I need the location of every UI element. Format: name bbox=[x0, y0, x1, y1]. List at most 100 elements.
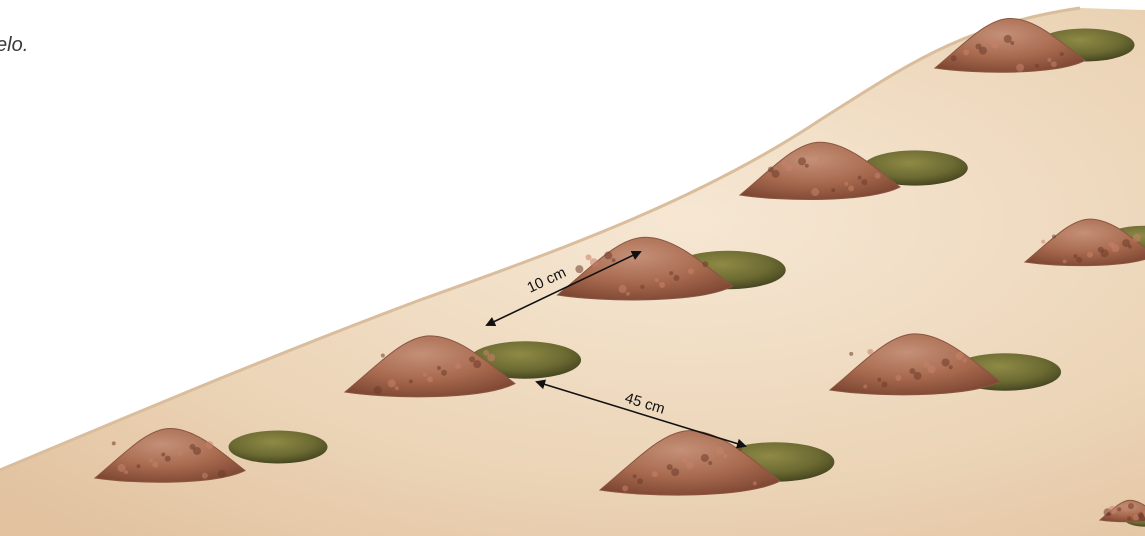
soil-speckle bbox=[716, 447, 724, 455]
soil-speckle bbox=[218, 470, 226, 478]
soil-speckle bbox=[655, 278, 659, 282]
soil-speckle bbox=[640, 285, 644, 289]
soil-speckle bbox=[723, 454, 727, 458]
soil-speckle bbox=[409, 379, 413, 383]
soil-speckle bbox=[671, 468, 679, 476]
soil-speckle bbox=[875, 173, 881, 179]
soil-speckle bbox=[437, 366, 441, 370]
soil-speckle bbox=[818, 158, 822, 162]
soil-speckle bbox=[586, 254, 592, 260]
soil-speckle bbox=[612, 258, 616, 262]
soil-speckle bbox=[575, 265, 583, 273]
soil-speckle bbox=[1127, 516, 1131, 520]
soil-speckle bbox=[118, 464, 126, 472]
soil-speckle bbox=[124, 470, 128, 474]
soil-speckle bbox=[1117, 507, 1121, 511]
soil-speckle bbox=[686, 461, 694, 469]
soil-speckle bbox=[861, 179, 867, 185]
soil-speckle bbox=[811, 188, 819, 196]
soil-speckle bbox=[469, 356, 475, 362]
soil-speckle bbox=[652, 471, 658, 477]
soil-speckle bbox=[1076, 257, 1082, 263]
soil-speckle bbox=[1098, 247, 1104, 253]
soil-speckle bbox=[1133, 234, 1141, 242]
soil-speckle bbox=[112, 441, 116, 445]
soil-speckle bbox=[1128, 503, 1134, 509]
soil-speckle bbox=[1073, 254, 1077, 258]
soil-speckle bbox=[909, 368, 915, 374]
soil-speckle bbox=[988, 38, 994, 44]
soil-speckle bbox=[867, 349, 873, 355]
soil-speckle bbox=[1047, 58, 1051, 62]
soil-speckle bbox=[1066, 232, 1072, 238]
soil-speckle bbox=[976, 44, 982, 50]
soil-speckle bbox=[949, 365, 953, 369]
soil-speckle bbox=[881, 382, 887, 388]
soil-speckle bbox=[1087, 252, 1093, 258]
soil-speckle bbox=[858, 176, 862, 180]
soil-speckle bbox=[831, 188, 835, 192]
soil-speckle bbox=[877, 378, 881, 382]
soil-speckle bbox=[863, 384, 867, 388]
soil-speckle bbox=[1108, 242, 1114, 248]
soil-speckle bbox=[956, 352, 964, 360]
soil-speckle bbox=[483, 350, 489, 356]
soil-speckle bbox=[1122, 505, 1126, 509]
soil-speckle bbox=[738, 447, 742, 451]
planting-hole bbox=[229, 431, 328, 464]
soil-speckle bbox=[604, 251, 612, 259]
soil-speckle bbox=[626, 292, 630, 296]
soil-speckle bbox=[152, 461, 158, 467]
soil-speckle bbox=[455, 363, 461, 369]
soil-speckle bbox=[374, 386, 382, 394]
soil-speckle bbox=[381, 353, 385, 357]
soil-speckle bbox=[427, 376, 433, 382]
soil-speckle bbox=[395, 386, 399, 390]
soil-speckle bbox=[622, 485, 628, 491]
soil-speckle bbox=[161, 452, 165, 456]
soil-speckle bbox=[942, 359, 950, 367]
soil-speckle bbox=[702, 261, 708, 267]
soil-speckle bbox=[205, 441, 213, 449]
soil-speckle bbox=[590, 258, 598, 266]
soil-speckle bbox=[923, 361, 929, 367]
soil-speckle bbox=[165, 456, 171, 462]
soil-speckle bbox=[963, 359, 967, 363]
soil-speckle bbox=[149, 458, 153, 462]
soil-speckle bbox=[619, 285, 627, 293]
soil-speckle bbox=[190, 444, 196, 450]
soil-speckle bbox=[388, 379, 396, 387]
soil-speckle bbox=[1108, 506, 1116, 514]
soil-speckle bbox=[1041, 240, 1045, 244]
soil-speckle bbox=[753, 481, 757, 485]
soil-speckle bbox=[708, 461, 712, 465]
soil-speckle bbox=[633, 474, 637, 478]
soil-speckle bbox=[667, 464, 673, 470]
soil-speckle bbox=[963, 49, 969, 55]
soil-speckle bbox=[701, 454, 709, 462]
soil-speckle bbox=[844, 182, 848, 186]
soil-speckle bbox=[1052, 234, 1056, 238]
soil-speckle bbox=[202, 473, 208, 479]
soil-speckle bbox=[669, 271, 673, 275]
soil-speckle bbox=[768, 166, 774, 172]
soil-speckle bbox=[1122, 239, 1130, 247]
soil-speckle bbox=[895, 375, 901, 381]
soil-speckle bbox=[682, 457, 688, 463]
soil-speckle bbox=[674, 275, 680, 281]
soil-speckle bbox=[1063, 259, 1067, 263]
soil-speckle bbox=[1010, 41, 1014, 45]
soil-speckle bbox=[1004, 35, 1012, 43]
soil-speckle bbox=[441, 370, 447, 376]
soil-speckle bbox=[849, 352, 853, 356]
soil-speckle bbox=[1016, 64, 1024, 72]
soil-speckle bbox=[1060, 52, 1064, 56]
soil-speckle bbox=[659, 282, 665, 288]
soil-speckle bbox=[798, 157, 806, 165]
soil-speckle bbox=[848, 185, 854, 191]
soil-speckle bbox=[781, 160, 787, 166]
soil-speckle bbox=[951, 55, 957, 61]
soil-speckle bbox=[688, 268, 694, 274]
soil-speckle bbox=[1035, 64, 1039, 68]
